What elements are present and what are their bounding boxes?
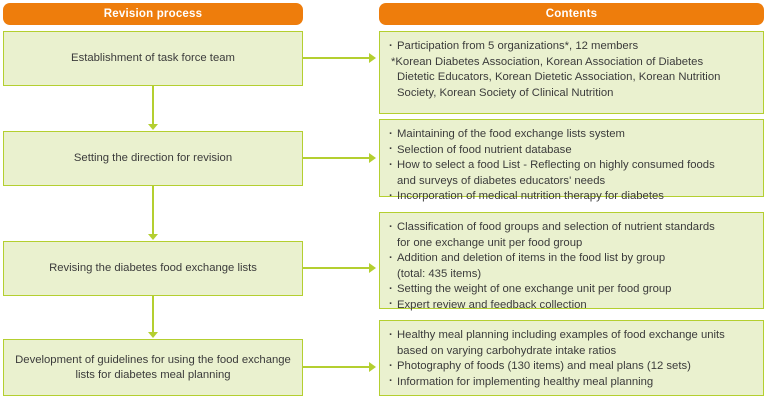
list-item: Setting the weight of one exchange unit … — [389, 282, 754, 298]
arrow-down-icon — [148, 124, 158, 130]
contents-list-4: Healthy meal planning including examples… — [389, 327, 754, 391]
list-item: *Korean Diabetes Association, Korean Ass… — [391, 55, 721, 99]
process-step-box-4: Development of guidelines for using the … — [3, 339, 303, 396]
process-step-box-3: Revising the diabetes food exchange list… — [3, 241, 303, 296]
list-item: Information for implementing healthy mea… — [389, 374, 754, 391]
list-item: Participation from 5 organizations*, 12 … — [389, 39, 754, 55]
horizontal-connector-1 — [303, 57, 370, 59]
arrow-right-icon — [369, 263, 376, 273]
list-item: Selection of food nutrient database — [389, 142, 754, 159]
list-item: Incorporation of medical nutrition thera… — [389, 189, 754, 205]
process-step-box-1: Establishment of task force team — [3, 31, 303, 86]
horizontal-connector-2 — [303, 157, 370, 159]
vertical-connector-1 — [152, 86, 154, 125]
column-header-contents: Contents — [379, 3, 764, 25]
list-item: Photography of foods (130 items) and mea… — [389, 359, 754, 375]
contents-list-1: Participation from 5 organizations*, 12 … — [389, 39, 754, 101]
arrow-right-icon — [369, 53, 376, 63]
arrow-right-icon — [369, 362, 376, 372]
contents-box-3: Classification of food groups and select… — [379, 212, 764, 313]
contents-box-4: Healthy meal planning including examples… — [379, 320, 764, 396]
arrow-down-icon — [148, 332, 158, 338]
contents-list-2: Maintaining of the food exchange lists s… — [389, 127, 754, 205]
vertical-connector-2 — [152, 186, 154, 235]
list-item: Expert review and feedback collection — [389, 297, 754, 314]
arrow-right-icon — [369, 153, 376, 163]
list-item: Maintaining of the food exchange lists s… — [389, 127, 754, 143]
list-item: How to select a food List - Reflecting o… — [389, 158, 754, 189]
list-item: Healthy meal planning including examples… — [389, 327, 754, 359]
contents-box-1: Participation from 5 organizations*, 12 … — [379, 31, 764, 114]
process-step-box-2: Setting the direction for revision — [3, 131, 303, 186]
contents-box-2: Maintaining of the food exchange lists s… — [379, 119, 764, 204]
horizontal-connector-3 — [303, 267, 370, 269]
vertical-connector-3 — [152, 296, 154, 333]
column-header-revision-process: Revision process — [3, 3, 303, 25]
list-item: Classification of food groups and select… — [389, 219, 754, 251]
list-item: Addition and deletion of items in the fo… — [389, 251, 754, 282]
arrow-down-icon — [148, 234, 158, 240]
horizontal-connector-4 — [303, 366, 370, 368]
contents-list-3: Classification of food groups and select… — [389, 219, 754, 314]
